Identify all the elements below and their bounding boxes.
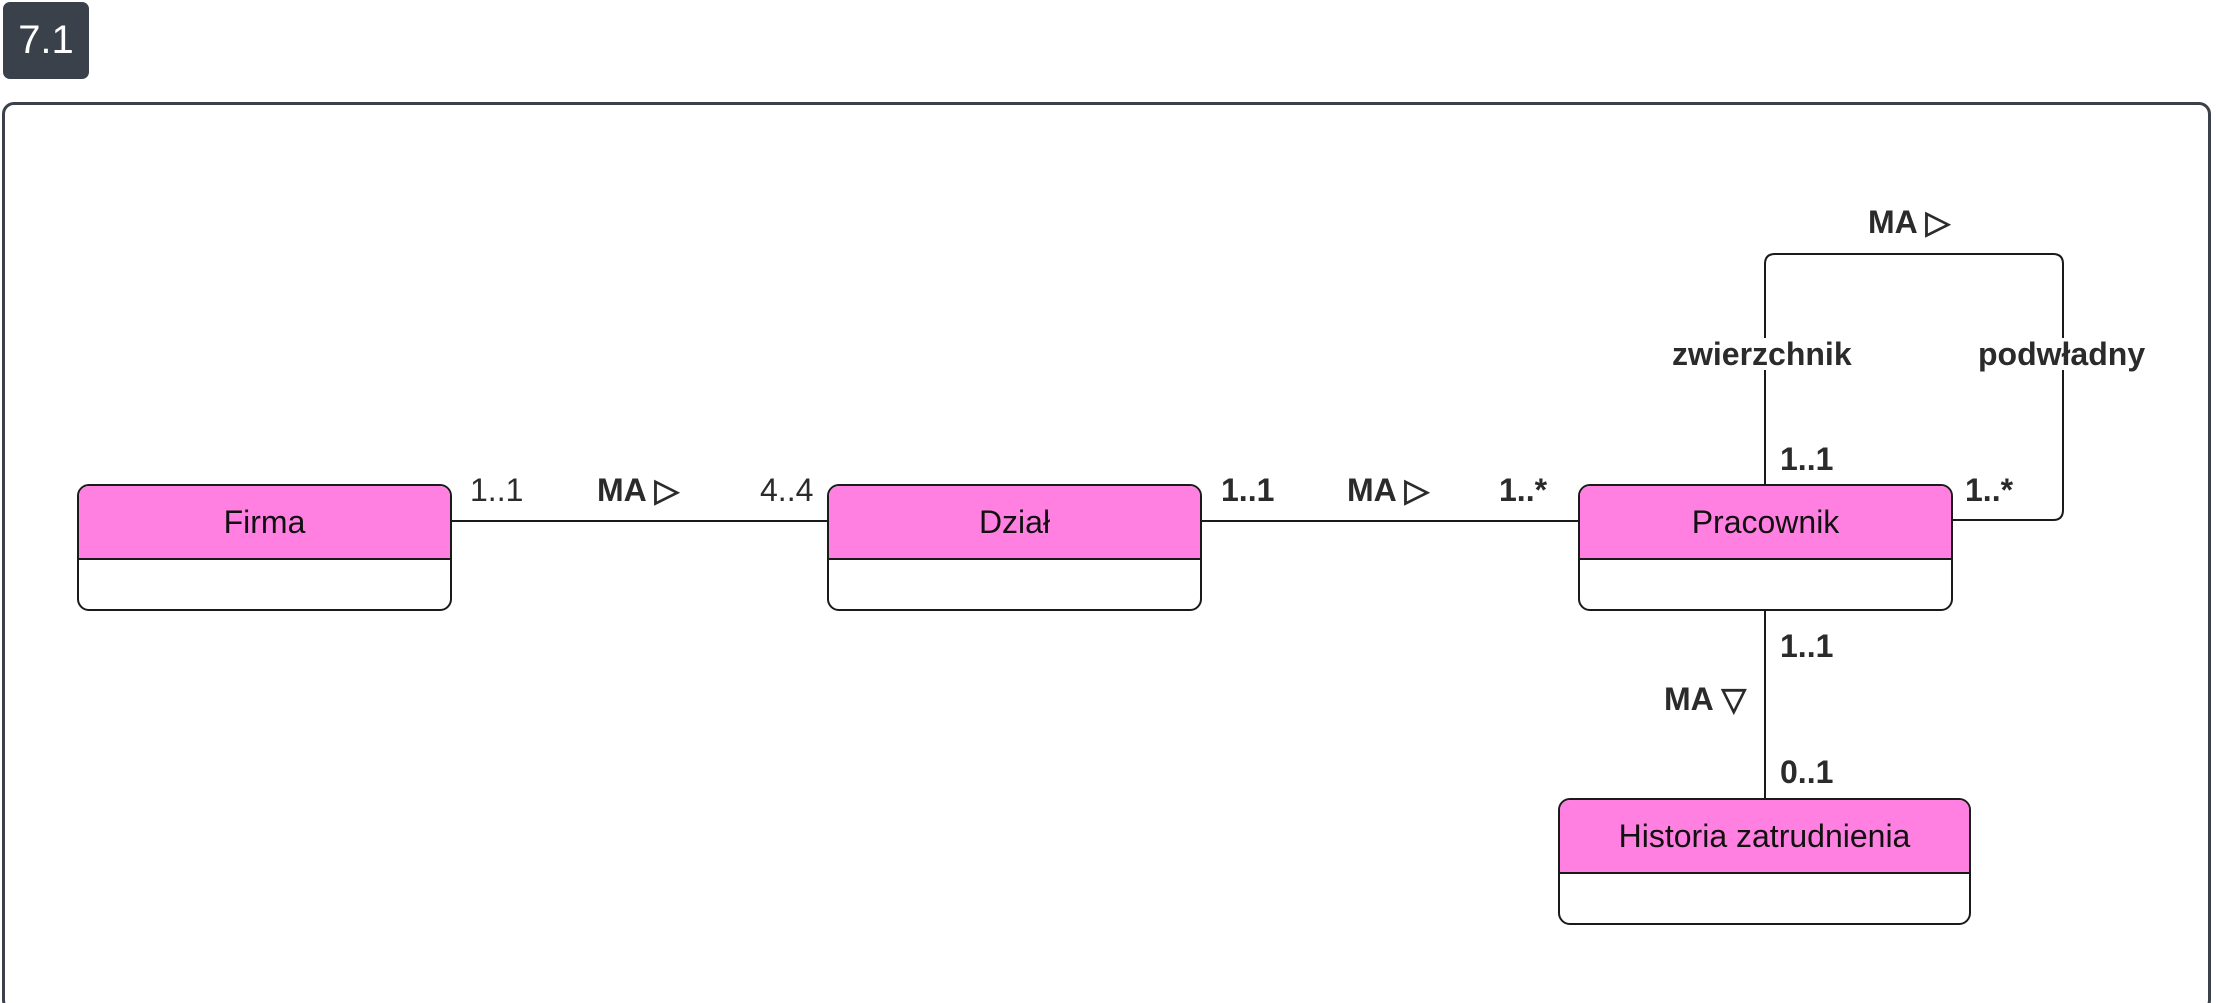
role-zwierzchnik: zwierzchnik <box>1672 336 1852 372</box>
entity-firma[interactable]: Firma <box>77 484 452 611</box>
relation-name-firma-dzial: MA ▷ <box>597 472 680 508</box>
entity-historia-zatrudnienia[interactable]: Historia zatrudnienia <box>1558 798 1971 925</box>
entity-pracownik-title: Pracownik <box>1580 486 1951 560</box>
relation-name-pracownik-self: MA ▷ <box>1868 204 1951 240</box>
multiplicity-podwladny: 1..* <box>1965 472 2014 508</box>
multiplicity-dzial-left: 1..1 <box>1221 472 1275 508</box>
entity-firma-title: Firma <box>79 486 450 560</box>
multiplicity-zwierzchnik: 1..1 <box>1780 441 1834 477</box>
relation-name-pracownik-historia: MA ▽ <box>1664 681 1747 717</box>
connector-pracownik-self <box>1764 253 2064 521</box>
multiplicity-pracownik-bottom: 1..1 <box>1780 628 1834 664</box>
entity-dzial[interactable]: Dział <box>827 484 1202 611</box>
multiplicity-dzial-side: 4..4 <box>760 472 814 508</box>
multiplicity-firma-side: 1..1 <box>470 472 524 508</box>
entity-historia-title: Historia zatrudnienia <box>1560 800 1969 874</box>
entity-dzial-title: Dział <box>829 486 1200 560</box>
multiplicity-historia-side: 0..1 <box>1780 754 1834 790</box>
diagram-number-badge: 7.1 <box>3 2 89 79</box>
entity-pracownik[interactable]: Pracownik <box>1578 484 1953 611</box>
role-podwladny: podwładny <box>1978 336 2146 372</box>
relation-name-dzial-pracownik: MA ▷ <box>1347 472 1430 508</box>
multiplicity-pracownik-side: 1..* <box>1499 472 1548 508</box>
